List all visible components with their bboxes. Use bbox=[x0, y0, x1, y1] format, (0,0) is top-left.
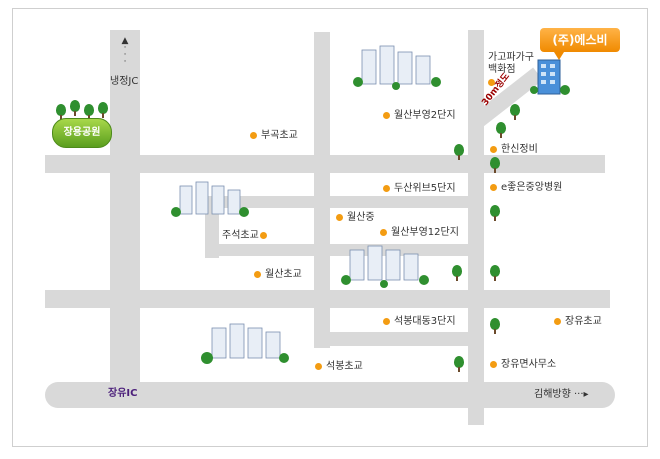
tree-icon bbox=[490, 265, 500, 281]
place-marker bbox=[383, 185, 390, 192]
place-label: 월산중 bbox=[347, 212, 375, 223]
road-jusuk-loop-bottom bbox=[205, 244, 473, 256]
road-west-vertical bbox=[110, 30, 140, 390]
place-label: 월산초교 bbox=[265, 269, 302, 280]
tree-icon bbox=[98, 102, 108, 118]
tree-icon bbox=[454, 356, 464, 372]
place-marker bbox=[260, 232, 267, 239]
place-marker bbox=[383, 112, 390, 119]
place-label: 월산부영12단지 bbox=[391, 227, 459, 238]
tree-icon bbox=[454, 144, 464, 160]
tree-icon bbox=[70, 100, 80, 116]
apartment-cluster-icon bbox=[171, 181, 249, 217]
tree-icon bbox=[490, 318, 500, 334]
apartment-cluster-icon bbox=[353, 45, 441, 90]
place-label: 두산위브5단지 bbox=[394, 183, 456, 194]
company-building-icon bbox=[530, 59, 570, 95]
place-label: 한신정비 bbox=[501, 144, 538, 155]
place-marker bbox=[490, 146, 497, 153]
apartment-cluster-icon bbox=[341, 245, 429, 288]
place-label: 월산부영2단지 bbox=[394, 110, 456, 121]
place-marker bbox=[490, 361, 497, 368]
place-marker bbox=[490, 184, 497, 191]
place-label: 장유면사무소 bbox=[501, 359, 557, 370]
north-arrow-icon: ▲··· bbox=[121, 36, 129, 67]
place-marker bbox=[488, 79, 495, 86]
place-marker bbox=[250, 132, 257, 139]
place-marker bbox=[383, 318, 390, 325]
company-badge: (주)에스비 bbox=[540, 28, 620, 60]
place-marker bbox=[254, 271, 261, 278]
tree-icon bbox=[56, 104, 66, 120]
road-main-horizontal bbox=[45, 290, 610, 308]
tree-icon bbox=[510, 104, 520, 120]
place-label: 장유초교 bbox=[565, 316, 602, 327]
park-badge: 장용공원 bbox=[52, 118, 112, 148]
road-east-vertical bbox=[468, 30, 484, 425]
place-marker bbox=[380, 229, 387, 236]
place-label: e좋은중앙병원 bbox=[501, 182, 563, 193]
place-label: 석봉대동3단지 bbox=[394, 316, 456, 327]
place-label: 가고파가구 백화점 bbox=[488, 52, 534, 75]
interchange-west-label: 장유IC bbox=[108, 388, 138, 399]
direction-east-label: 김해방향 ···▸ bbox=[534, 389, 589, 400]
place-label: 부곡초교 bbox=[261, 130, 298, 141]
road-seokbong-loop bbox=[314, 332, 482, 346]
place-label: 주석초교 bbox=[222, 230, 259, 241]
place-label: 석봉초교 bbox=[326, 361, 363, 372]
road-jusuk-loop-top bbox=[205, 196, 473, 208]
tree-icon bbox=[84, 104, 94, 120]
place-marker bbox=[554, 318, 561, 325]
interchange-north-label: 냉정JC bbox=[110, 76, 139, 87]
road-middle-vertical bbox=[314, 32, 330, 348]
place-marker bbox=[315, 363, 322, 370]
road-bottom-horizontal bbox=[45, 382, 615, 408]
place-marker bbox=[336, 214, 343, 221]
tree-icon bbox=[452, 265, 462, 281]
tree-icon bbox=[490, 205, 500, 221]
apartment-cluster-icon bbox=[201, 323, 289, 364]
tree-icon bbox=[490, 157, 500, 173]
tree-icon bbox=[496, 122, 506, 138]
arrow-right-icon: ···▸ bbox=[574, 389, 589, 400]
